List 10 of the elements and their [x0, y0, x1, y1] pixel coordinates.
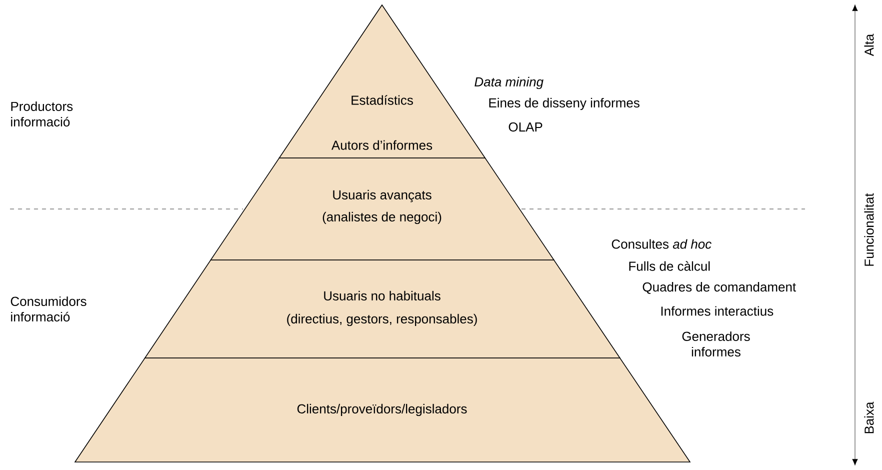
- side-label: Productors informació: [11, 101, 73, 127]
- side-label: Consumidors informació: [10, 296, 86, 322]
- tool-label: Quadres de comandament: [642, 282, 796, 294]
- axis-label: Alta: [864, 34, 874, 56]
- tool-label: Generadors informes: [682, 331, 750, 357]
- tool-label: Consultes ad hoc: [612, 239, 712, 249]
- tool-label: OLAP: [508, 122, 542, 132]
- axis-label: Funcionalitat: [864, 193, 874, 266]
- tool-label: Informes interactius: [661, 306, 774, 316]
- axis-label: Baixa: [864, 402, 874, 434]
